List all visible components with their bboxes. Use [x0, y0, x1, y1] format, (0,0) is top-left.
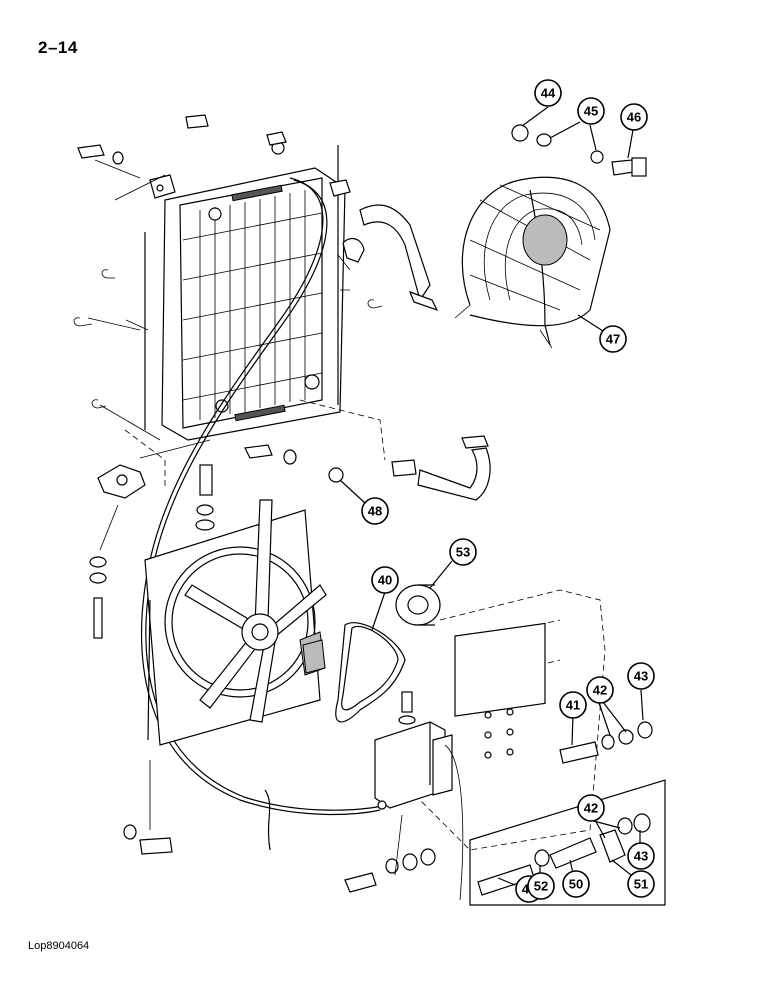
- bottom-hose: [417, 447, 491, 501]
- callout-label: 51: [634, 877, 648, 892]
- fan-guard: [454, 176, 611, 349]
- fan-assembly: [144, 499, 327, 746]
- top-hose: [359, 204, 431, 302]
- callout-53: 53: [449, 538, 477, 566]
- pulley: [395, 584, 441, 626]
- callout-label: 52: [534, 879, 548, 894]
- callout-43-upper: 43: [627, 662, 655, 690]
- callout-label: 48: [368, 504, 382, 519]
- callout-41: 41: [559, 691, 587, 719]
- callout-44: 44: [534, 79, 562, 107]
- callout-label: 53: [456, 545, 470, 560]
- callout-42-upper: 42: [586, 676, 614, 704]
- callout-label: 41: [566, 698, 580, 713]
- radiator: [144, 141, 346, 441]
- callout-43-lower: 43: [627, 842, 655, 870]
- callout-48: 48: [361, 497, 389, 525]
- page-number: 2–14: [38, 38, 78, 57]
- fan-belt: [335, 622, 406, 723]
- callout-46: 46: [620, 103, 648, 131]
- callout-51: 51: [627, 870, 655, 898]
- callout-50: 50: [562, 870, 590, 898]
- callout-label: 47: [606, 332, 620, 347]
- callout-label: 45: [584, 104, 598, 119]
- callout-52: 52: [527, 872, 555, 900]
- callout-label: 43: [634, 849, 648, 864]
- expansion-tank: [374, 691, 453, 809]
- callout-47: 47: [599, 325, 627, 353]
- engine-outline: [419, 589, 606, 851]
- callout-40: 40: [371, 566, 399, 594]
- drawing-reference-code: Lop8904064: [28, 940, 90, 952]
- callout-label: 43: [634, 669, 648, 684]
- callout-45: 45: [577, 97, 605, 125]
- callout-label: 44: [541, 86, 556, 101]
- callout-42-lower: 42: [577, 794, 605, 822]
- callout-label: 50: [569, 877, 583, 892]
- callout-label: 42: [593, 683, 607, 698]
- callout-label: 42: [584, 801, 598, 816]
- callout-label: 46: [627, 110, 641, 125]
- callout-label: 40: [378, 573, 392, 588]
- radiator-mount: [89, 439, 215, 639]
